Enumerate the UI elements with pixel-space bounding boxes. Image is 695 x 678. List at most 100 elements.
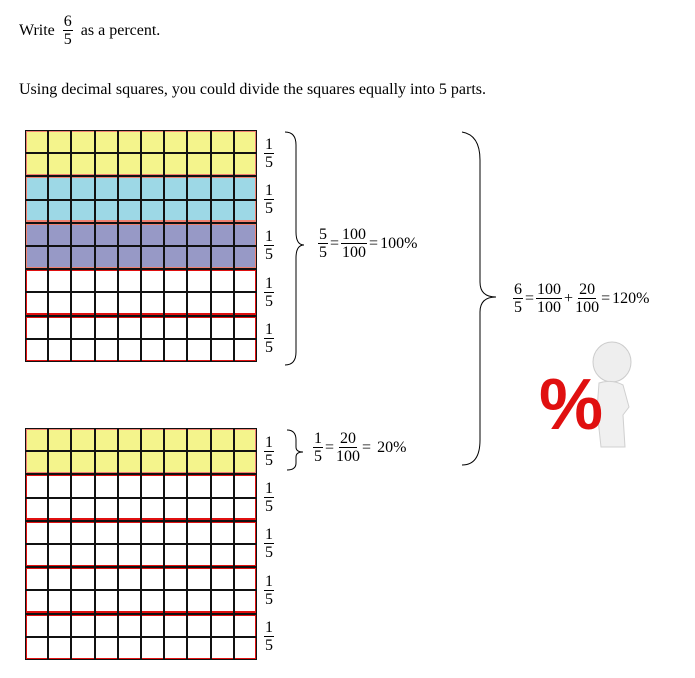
grid-cell <box>141 613 165 637</box>
num: 1 <box>264 526 274 545</box>
grid-cell <box>25 130 49 154</box>
grid-cell <box>141 497 165 521</box>
grid-cell <box>117 176 141 200</box>
grid-cell <box>117 199 141 223</box>
grid-cell <box>48 567 72 591</box>
grid-cell <box>141 222 165 246</box>
grid-cell <box>210 451 234 475</box>
grid-cell <box>94 544 118 568</box>
grid-cell <box>71 497 95 521</box>
grid-cell <box>210 428 234 452</box>
num: 6 <box>513 281 523 299</box>
grid-cell <box>71 474 95 498</box>
grid-cell <box>48 292 72 316</box>
grid-cell <box>164 567 188 591</box>
result: 120% <box>612 289 650 307</box>
grid-cell <box>164 176 188 200</box>
grid-cell <box>94 338 118 362</box>
grid-cell <box>94 315 118 339</box>
grid-cell <box>210 130 234 154</box>
grid-cell <box>141 520 165 544</box>
grid-cell <box>117 567 141 591</box>
grid-cell <box>164 544 188 568</box>
grid-cell <box>210 590 234 614</box>
grid-cell <box>187 636 211 660</box>
grid-cell <box>48 153 72 177</box>
den: 5 <box>265 498 273 516</box>
grid-cell <box>71 590 95 614</box>
grid-cell <box>71 246 95 270</box>
grid-cell <box>117 451 141 475</box>
grid-cell <box>117 246 141 270</box>
grid-cell <box>25 451 49 475</box>
grid-cell <box>141 474 165 498</box>
grid-cell <box>94 222 118 246</box>
grid-cell <box>233 544 257 568</box>
grid-cell <box>94 451 118 475</box>
grid-cell <box>48 315 72 339</box>
grid-cell <box>141 451 165 475</box>
grid-cell <box>233 474 257 498</box>
num: 100 <box>536 281 563 299</box>
grid-cell <box>164 338 188 362</box>
grid-cell <box>117 636 141 660</box>
grid-cell <box>210 567 234 591</box>
decimal-square-2 <box>25 428 257 660</box>
grid-cell <box>233 590 257 614</box>
decimal-square-1 <box>25 130 257 362</box>
grid-cell <box>233 428 257 452</box>
grid-cell <box>187 292 211 316</box>
grid-cell <box>210 222 234 246</box>
grid-cell <box>187 176 211 200</box>
grid-cell <box>233 130 257 154</box>
grid-cell <box>141 130 165 154</box>
grid-cell <box>164 222 188 246</box>
grid-cell <box>141 292 165 316</box>
grid-cell <box>71 153 95 177</box>
den: 5 <box>514 299 522 316</box>
den: 5 <box>265 200 273 218</box>
num: 5 <box>318 226 328 244</box>
grid-cell <box>210 315 234 339</box>
num: 1 <box>264 619 274 638</box>
grid-cell <box>233 497 257 521</box>
grid-cell <box>48 428 72 452</box>
grid-cell <box>164 153 188 177</box>
grid-cell <box>25 613 49 637</box>
grid-cell <box>25 428 49 452</box>
grid-cell <box>210 636 234 660</box>
grid-cell <box>141 567 165 591</box>
grid-cell <box>141 199 165 223</box>
grid-cell <box>48 520 72 544</box>
num: 1 <box>264 321 274 340</box>
grid-cell <box>94 176 118 200</box>
grid-cell <box>71 544 95 568</box>
grid-cell <box>233 199 257 223</box>
grid-cell <box>187 269 211 293</box>
grid-cell <box>210 176 234 200</box>
grid-cell <box>25 590 49 614</box>
brace-icon <box>286 429 304 471</box>
grid-cell <box>94 199 118 223</box>
grid-cell <box>141 428 165 452</box>
grid-cell <box>25 292 49 316</box>
grid-cell <box>25 636 49 660</box>
result: 100% <box>380 234 418 252</box>
grid-cell <box>71 222 95 246</box>
prompt-write: Write <box>19 21 55 39</box>
brace-icon <box>284 131 305 366</box>
grid-cell <box>164 474 188 498</box>
grid-cell <box>71 315 95 339</box>
grid-cell <box>233 292 257 316</box>
den: 5 <box>265 451 273 469</box>
grid-cell <box>48 544 72 568</box>
grid-cell <box>117 269 141 293</box>
